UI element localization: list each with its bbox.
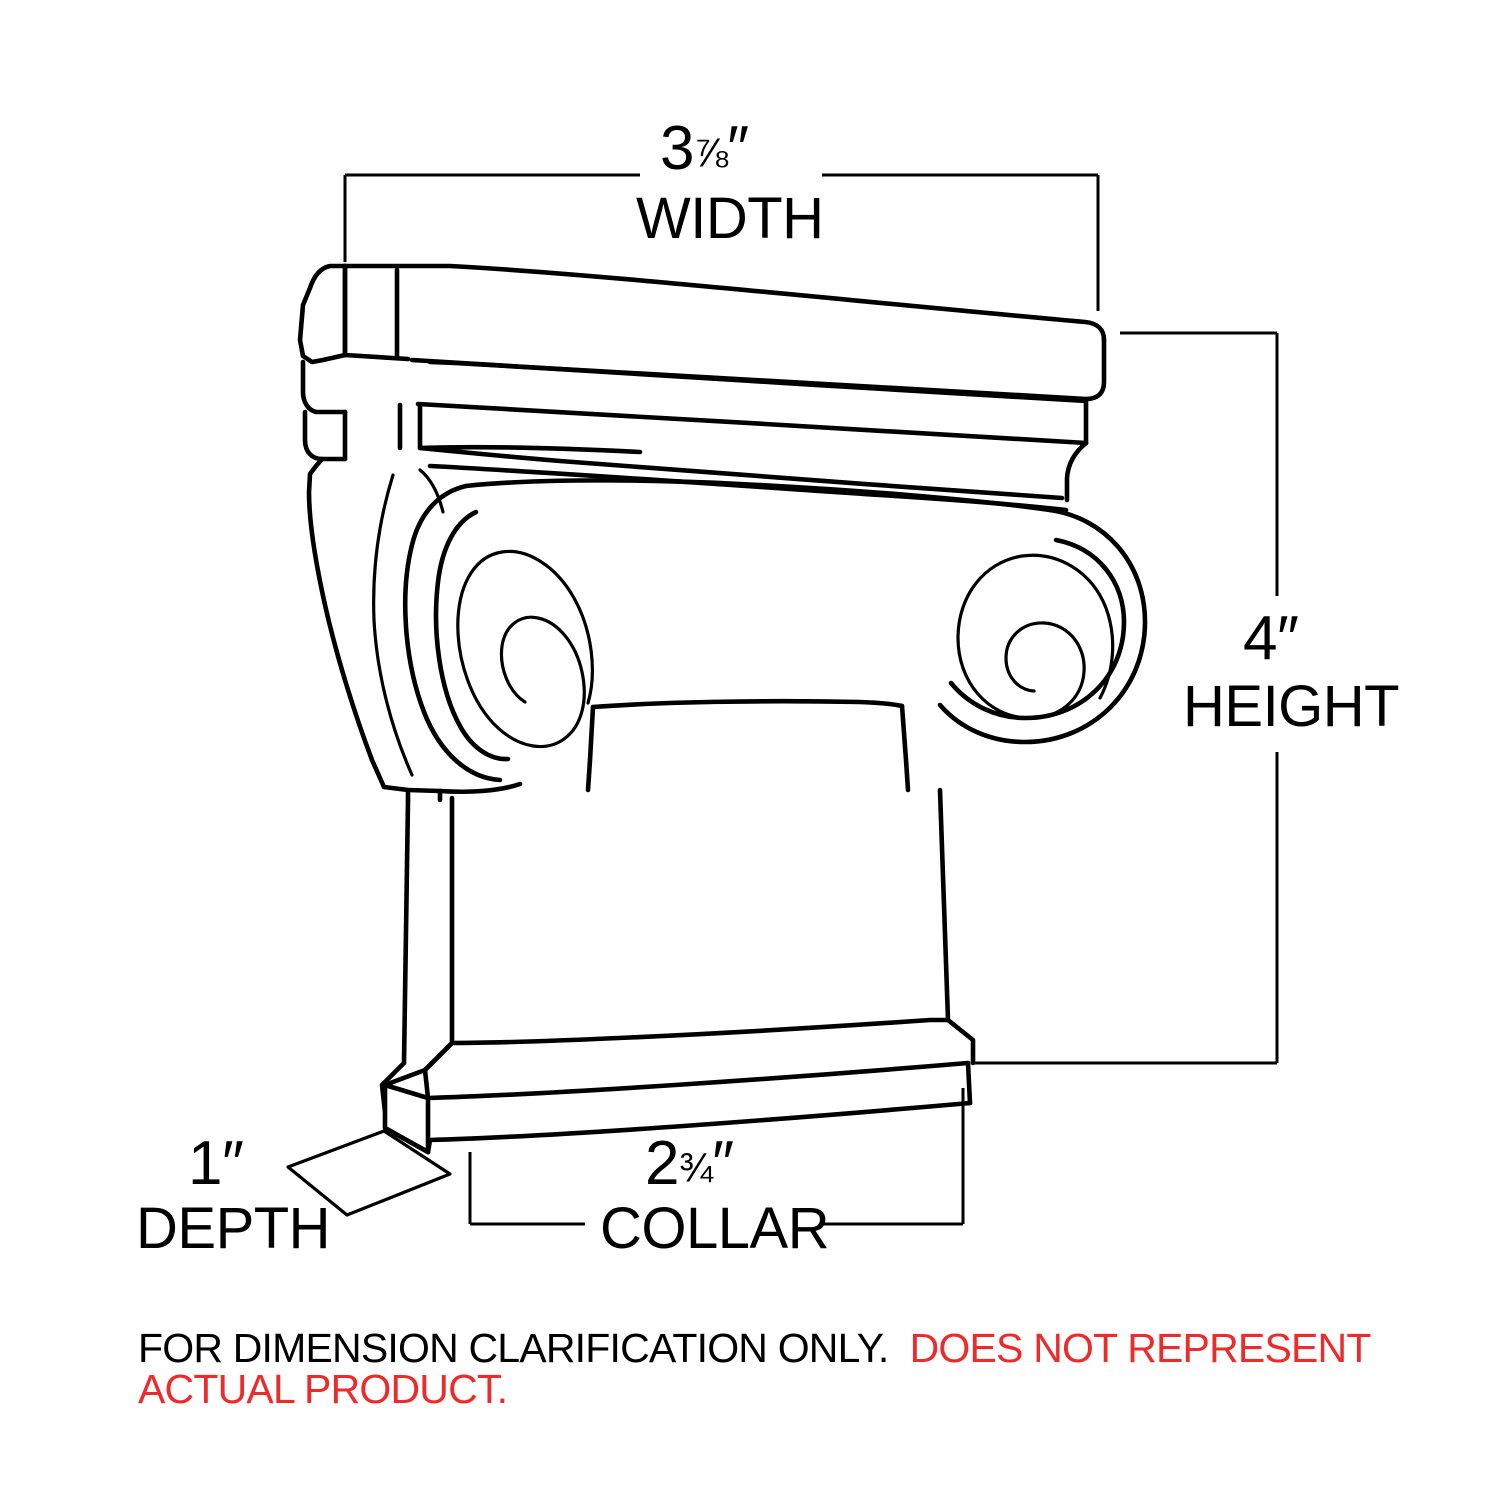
disclaimer-text: FOR DIMENSION CLARIFICATION ONLY. DOES N… — [138, 1328, 1500, 1410]
column-shaft — [379, 787, 951, 1115]
left-volute-spiral — [456, 549, 594, 748]
disclaimer-primary: FOR DIMENSION CLARIFICATION ONLY. — [138, 1325, 889, 1371]
abacus-left-neck — [342, 263, 403, 462]
depth-dimension-label: DEPTH — [136, 1196, 331, 1261]
capital-left-side-profile — [297, 263, 445, 794]
collar-dimension-lines — [468, 1088, 965, 1226]
height-dimension-label: HEIGHT — [1183, 674, 1400, 739]
height-dimension-lines — [973, 331, 1279, 1065]
collar-dimension-value: 2¾″ — [645, 1129, 734, 1198]
capital-cushion-band — [585, 698, 911, 793]
disclaimer-secondary: DOES NOT REPRESENT ACTUAL PRODUCT. — [138, 1325, 1371, 1412]
right-volute-spiral — [956, 553, 1115, 720]
width-dimension-lines — [343, 173, 1100, 311]
width-dimension-label: WIDTH — [636, 186, 824, 251]
collar-dimension-label: COLLAR — [600, 1196, 830, 1261]
abacus-second-band — [409, 357, 1089, 446]
depth-dimension-value: 1″ — [188, 1129, 244, 1198]
collar-base-block — [382, 1017, 976, 1155]
depth-leader-parallelogram — [286, 1129, 452, 1217]
capital-body-outline — [402, 478, 1148, 783]
width-dimension-value: 3⅞″ — [660, 114, 749, 183]
height-dimension-value: 4″ — [1243, 604, 1299, 673]
